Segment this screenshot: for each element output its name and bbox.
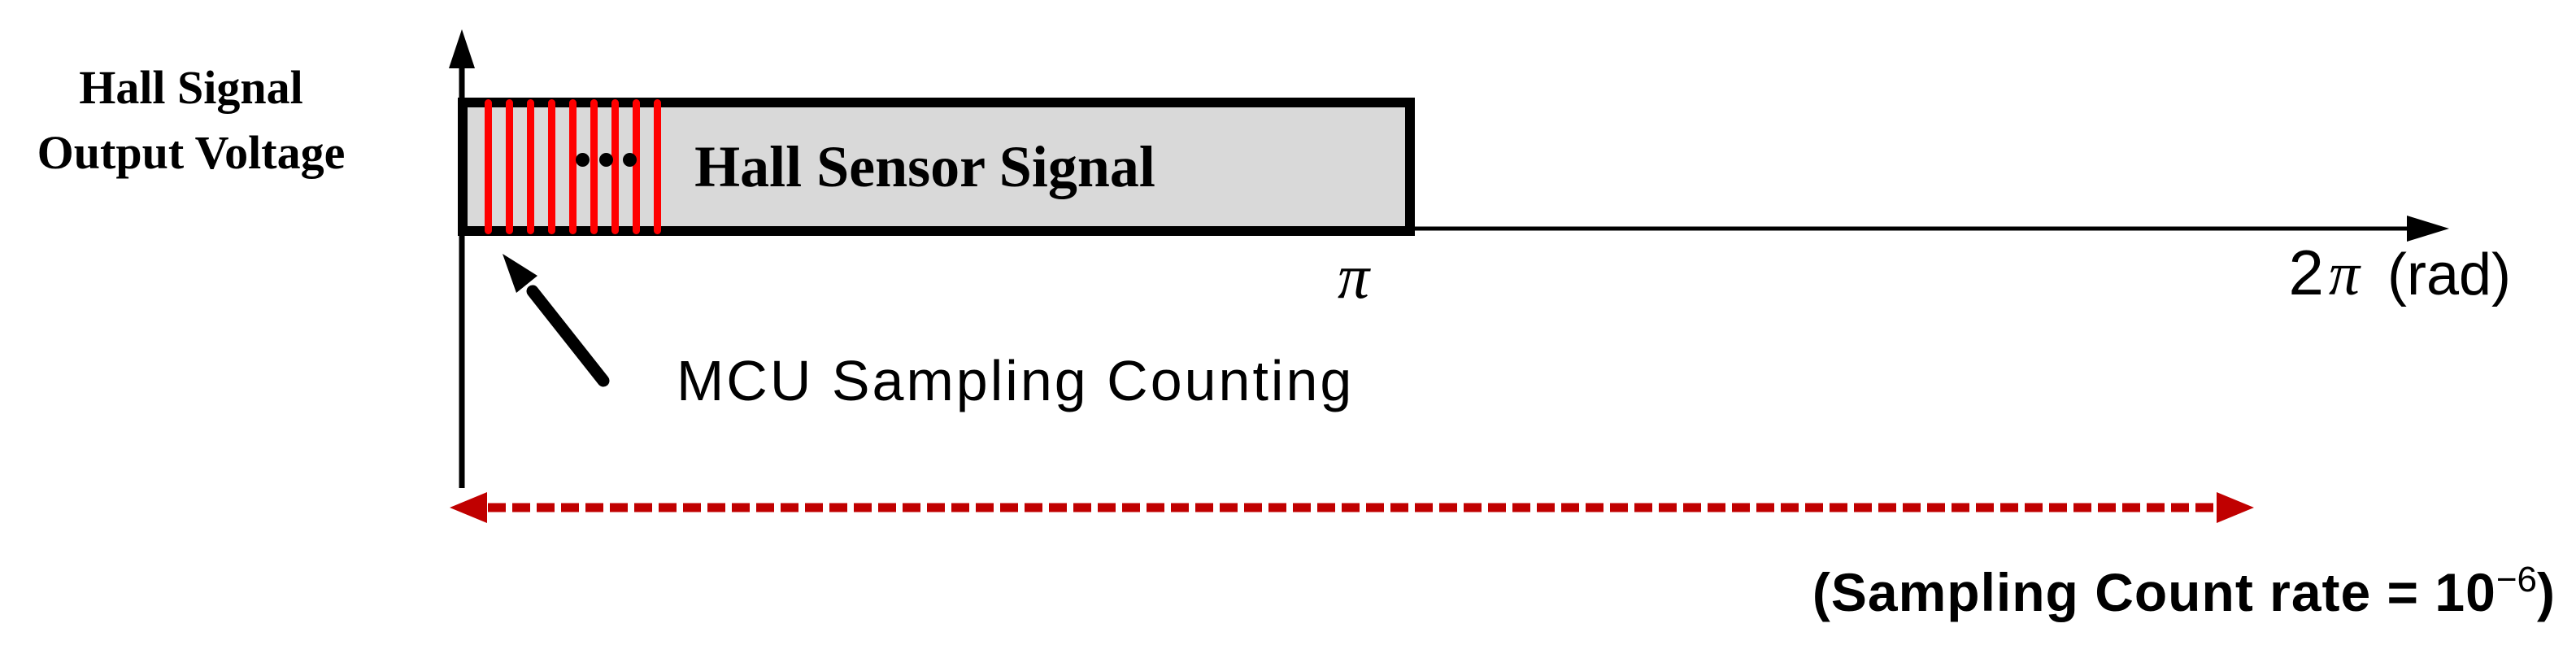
sampling-line — [484, 99, 492, 234]
sampling-range-arrow — [450, 492, 2254, 523]
sampling-count-rate-prefix: (Sampling Count rate = 10 — [1812, 562, 2496, 622]
y-axis-label-line2: Output Voltage — [37, 126, 346, 179]
y-axis-label-line1: Hall Signal — [79, 61, 303, 114]
sampling-annotation-arrow — [503, 254, 610, 387]
sampling-line — [505, 99, 513, 234]
hall-sensor-signal-box: Hall Sensor Signal — [458, 98, 1415, 236]
ellipsis-dot — [576, 153, 590, 167]
sampling-count-rate-exponent: −6 — [2496, 560, 2538, 600]
mcu-sampling-counting-label: MCU Sampling Counting — [677, 349, 1355, 412]
sampling-line — [653, 99, 661, 234]
sampling-annotation-arrow-line — [526, 285, 610, 387]
ellipsis-dots — [576, 153, 637, 167]
sampling-line — [611, 99, 619, 234]
sampling-range-right-arrowhead-icon — [2217, 492, 2254, 523]
ellipsis-dot — [599, 153, 613, 167]
sampling-line — [590, 99, 598, 234]
sampling-line — [547, 99, 555, 234]
ellipsis-dot — [623, 153, 637, 167]
x-axis-tick-2pi-symbol: π — [2328, 240, 2360, 308]
sampling-range-left-arrowhead-icon — [450, 492, 487, 523]
y-axis-label: Hall Signal Output Voltage — [12, 55, 370, 185]
x-axis-tick-2pi-coefficient: 2 — [2288, 237, 2324, 308]
sampling-count-rate-label: (Sampling Count rate = 10−6) — [1812, 560, 2556, 623]
y-axis-arrowhead-icon — [449, 29, 475, 68]
sampling-line — [632, 99, 640, 234]
x-axis-tick-pi: π — [1338, 241, 1370, 312]
sampling-line — [568, 99, 577, 234]
x-axis — [1407, 216, 2449, 242]
hall-sensor-signal-label: Hall Sensor Signal — [694, 133, 1155, 199]
x-axis-unit-label: (rad) — [2387, 242, 2511, 307]
x-axis-tick-2pi-rad: 2π (rad) — [2289, 236, 2511, 310]
sampling-annotation-arrowhead-icon — [503, 254, 537, 293]
sampling-count-rate-suffix: ) — [2537, 562, 2556, 622]
x-axis-arrowhead-icon — [2407, 216, 2449, 242]
sampling-line — [526, 99, 534, 234]
